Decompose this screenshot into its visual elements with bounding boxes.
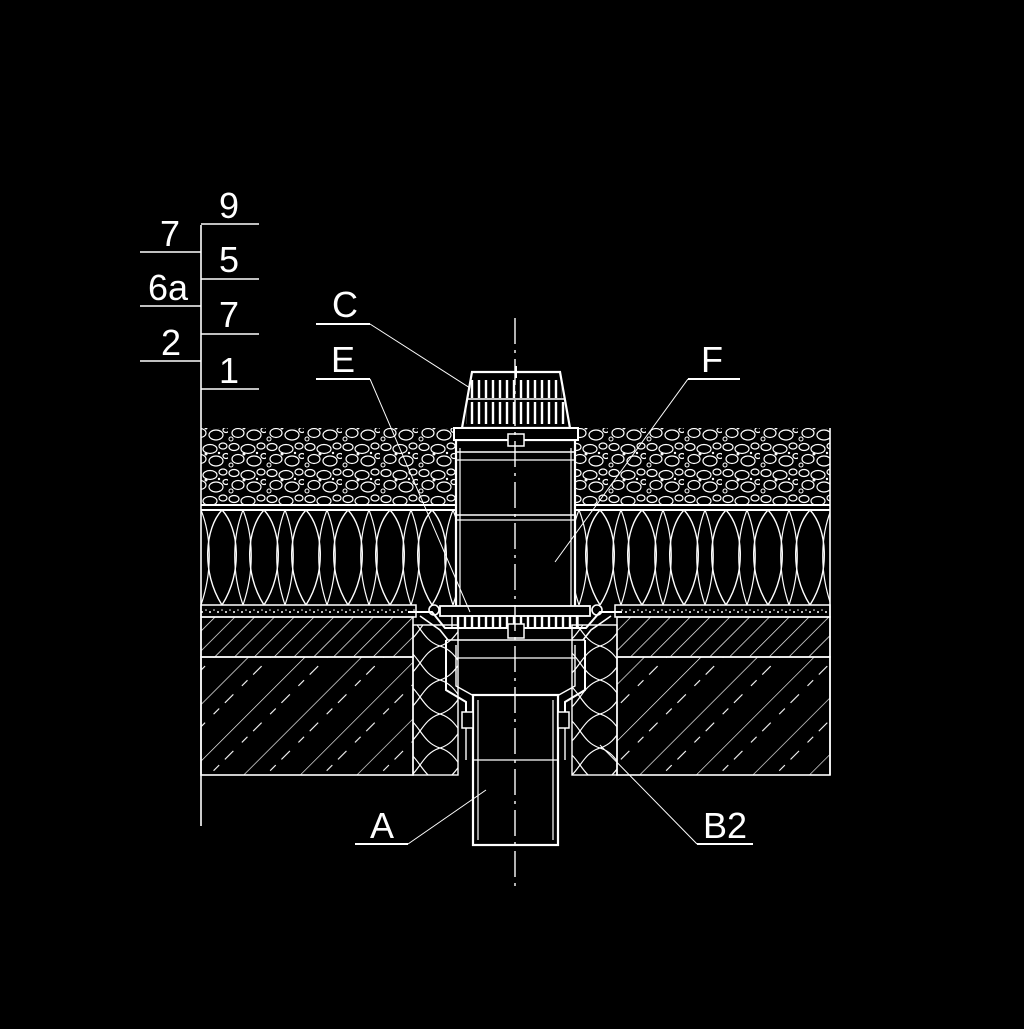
callout-leader-b2	[599, 744, 698, 845]
layer-label-left-2: 6a	[148, 267, 189, 308]
gravel-layer	[201, 428, 830, 506]
layer-label-right-3: 7	[219, 294, 239, 335]
layer-label-right-2: 5	[219, 239, 239, 280]
layer-scale-labels: 9 5 7 1 7 6a 2	[148, 185, 239, 391]
leaf-guard-grate	[453, 366, 579, 447]
callouts: C E F A B2	[316, 284, 753, 846]
layer-label-left-3: 2	[161, 322, 181, 363]
insulation-layer	[201, 428, 831, 775]
callout-leader-c	[369, 323, 471, 389]
callout-label-e: E	[331, 339, 355, 380]
concrete-slab-layer	[200, 656, 831, 776]
callout-leader-a	[407, 789, 487, 845]
callout-label-b2: B2	[703, 805, 747, 846]
layer-label-right-1: 9	[219, 185, 239, 226]
roof-drain-assembly	[408, 366, 622, 847]
callout-leader-e	[369, 378, 471, 613]
layer-label-right-4: 1	[219, 350, 239, 391]
callout-label-f: F	[701, 339, 723, 380]
membrane-layer	[200, 604, 831, 618]
callout-label-a: A	[370, 805, 394, 846]
pipe-sleeve-insulation	[412, 624, 618, 776]
screed-layer	[200, 616, 831, 658]
callout-label-c: C	[332, 284, 358, 325]
callout-leader-f	[554, 378, 689, 563]
layer-label-left-1: 7	[160, 213, 180, 254]
